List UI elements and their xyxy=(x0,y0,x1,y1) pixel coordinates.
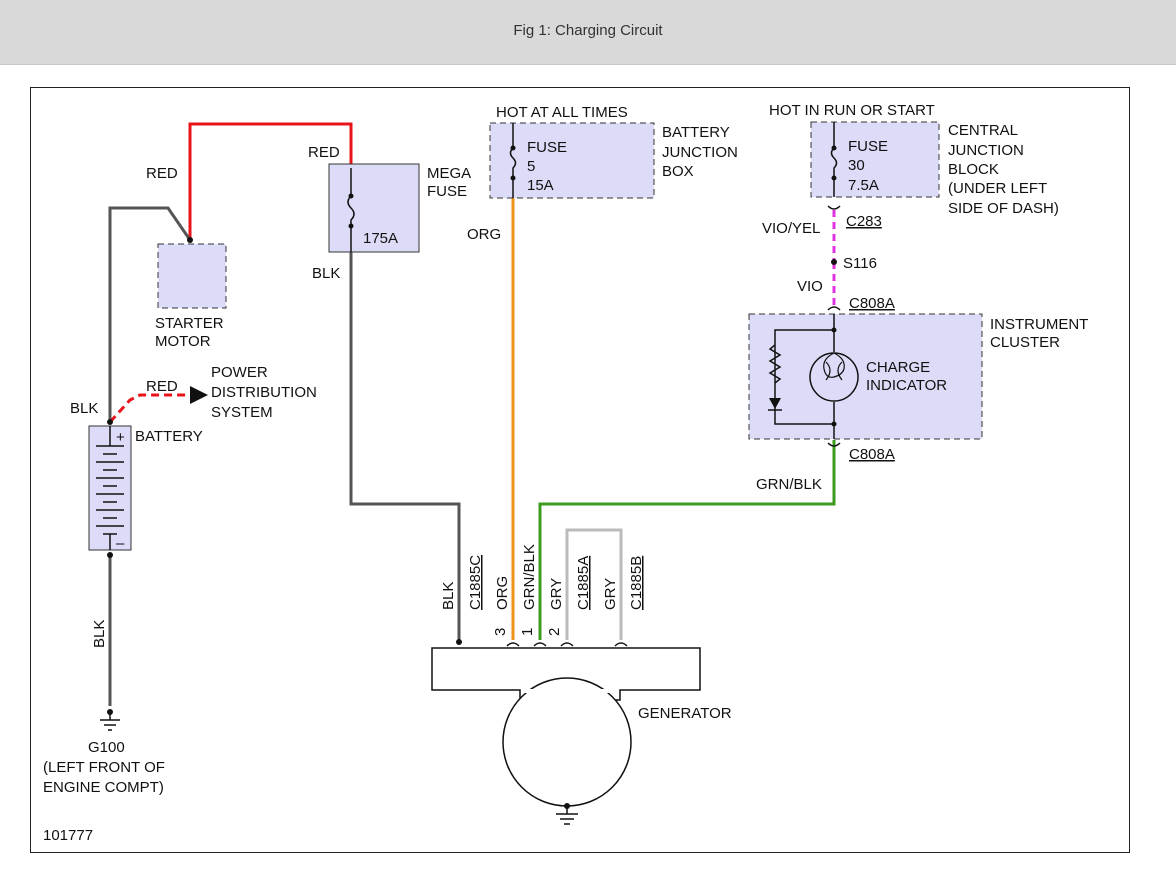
central-junction-block xyxy=(810,121,940,198)
ground-label-3: ENGINE COMPT) xyxy=(43,779,164,796)
wire-label-vio-yel: VIO/YEL xyxy=(762,220,820,237)
mega-fuse-label-1: MEGA xyxy=(427,165,471,182)
connector-c283: C283 xyxy=(846,213,882,230)
fuse-30-label-3: 7.5A xyxy=(848,177,879,194)
gen-label-org: ORG xyxy=(494,576,511,610)
connector-c808a-top: C808A xyxy=(849,295,895,312)
gen-label-gry-2: GRY xyxy=(602,578,619,610)
gen-label-c1885b: C1885B xyxy=(628,556,645,610)
wire-label-grn-blk: GRN/BLK xyxy=(756,476,822,493)
splice-s116-icon xyxy=(831,259,837,265)
wire-label-red-pds: RED xyxy=(146,378,178,395)
charge-indicator-label-1: CHARGE xyxy=(866,359,930,376)
gen-label-gry-1: GRY xyxy=(548,578,565,610)
cjb-label-3: BLOCK xyxy=(948,161,999,178)
battery-cells-icon xyxy=(96,426,124,550)
diode-icon xyxy=(769,398,781,409)
ground-icon xyxy=(100,712,120,731)
battery-label: BATTERY xyxy=(135,428,203,445)
cjb-label-5: SIDE OF DASH) xyxy=(948,200,1059,217)
connector-c808a-top-icon xyxy=(827,306,841,311)
gen-label-grn-blk: GRN/BLK xyxy=(521,544,538,610)
wire-label-org: ORG xyxy=(467,226,501,243)
fuse-5-label-3: 15A xyxy=(527,177,554,194)
wire-blk-battery-starter xyxy=(108,206,192,422)
gen-label-blk: BLK xyxy=(440,582,457,610)
mega-fuse-box xyxy=(328,163,420,253)
wire-gry-loop xyxy=(565,528,623,640)
generator-pin-connectors-icon xyxy=(506,642,628,647)
battery-minus: – xyxy=(116,535,125,552)
cjb-header: HOT IN RUN OR START xyxy=(769,102,935,119)
gen-label-c1885a: C1885A xyxy=(575,556,592,610)
cjb-label-4: (UNDER LEFT xyxy=(948,180,1047,197)
splice-s116: S116 xyxy=(843,255,877,272)
ground-label-1: G100 xyxy=(88,739,125,756)
pin-number-2: 2 xyxy=(546,628,563,636)
instrument-cluster xyxy=(748,313,983,440)
connector-c808a-bottom-icon xyxy=(827,442,841,447)
fuse-5-icon xyxy=(509,123,517,198)
generator-ground-icon xyxy=(556,806,578,825)
resistor-icon xyxy=(768,344,782,384)
instrument-cluster-label-1: INSTRUMENT xyxy=(990,316,1088,333)
starter-motor-box xyxy=(157,243,227,309)
bjb-label-1: BATTERY xyxy=(662,124,730,141)
connector-c808a-bottom: C808A xyxy=(849,446,895,463)
figure-id: 101777 xyxy=(43,827,93,844)
fuse-icon xyxy=(347,168,355,252)
wire-red-starter xyxy=(188,122,353,240)
pin-number-3: 3 xyxy=(492,628,509,636)
starter-motor-label-2: MOTOR xyxy=(155,333,211,350)
wire-label-blk-battery: BLK xyxy=(70,400,98,417)
pin-number-1: 1 xyxy=(519,628,536,636)
wire-label-blk-megafuse: BLK xyxy=(312,265,340,282)
fuse-30-label-1: FUSE xyxy=(848,138,888,155)
wire-grn-blk xyxy=(538,440,836,640)
bjb-label-2: JUNCTION xyxy=(662,144,738,161)
fuse-5-label-1: FUSE xyxy=(527,139,567,156)
pds-label-1: POWER xyxy=(211,364,268,381)
battery-junction-box xyxy=(489,122,655,199)
charge-indicator-label-2: INDICATOR xyxy=(866,377,947,394)
pds-label-2: DISTRIBUTION xyxy=(211,384,317,401)
wire-red-pds xyxy=(108,393,190,424)
wire-label-red-starter: RED xyxy=(146,165,178,182)
fuse-30-icon xyxy=(830,122,838,197)
generator-body xyxy=(431,647,701,701)
arrow-pds-icon xyxy=(190,386,208,404)
figure-header: Fig 1: Charging Circuit xyxy=(0,0,1176,65)
fuse-5-label-2: 5 xyxy=(527,158,535,175)
connector-c283-icon xyxy=(827,205,841,210)
wire-label-red-megafuse: RED xyxy=(308,144,340,161)
generator-circle xyxy=(502,677,632,807)
mega-fuse-label-2: FUSE xyxy=(427,183,467,200)
pds-label-3: SYSTEM xyxy=(211,404,273,421)
cjb-label-1: CENTRAL xyxy=(948,122,1018,139)
battery-plus: + xyxy=(116,429,125,446)
bjb-label-3: BOX xyxy=(662,163,694,180)
wire-blk-megafuse-generator xyxy=(349,252,461,642)
figure-title: Fig 1: Charging Circuit xyxy=(513,22,663,39)
diagram-frame xyxy=(30,87,1130,853)
bjb-header: HOT AT ALL TIMES xyxy=(496,104,628,121)
gen-label-c1885c: C1885C xyxy=(467,555,484,610)
cjb-label-2: JUNCTION xyxy=(948,142,1024,159)
instrument-cluster-label-2: CLUSTER xyxy=(990,334,1060,351)
ground-label-2: (LEFT FRONT OF xyxy=(43,759,165,776)
generator-label: GENERATOR xyxy=(638,705,732,722)
mega-fuse-rating: 175A xyxy=(363,230,398,247)
starter-motor-label-1: STARTER xyxy=(155,315,224,332)
wire-label-blk-ground: BLK xyxy=(91,620,108,648)
wire-label-vio: VIO xyxy=(797,278,823,295)
fuse-30-label-2: 30 xyxy=(848,157,865,174)
